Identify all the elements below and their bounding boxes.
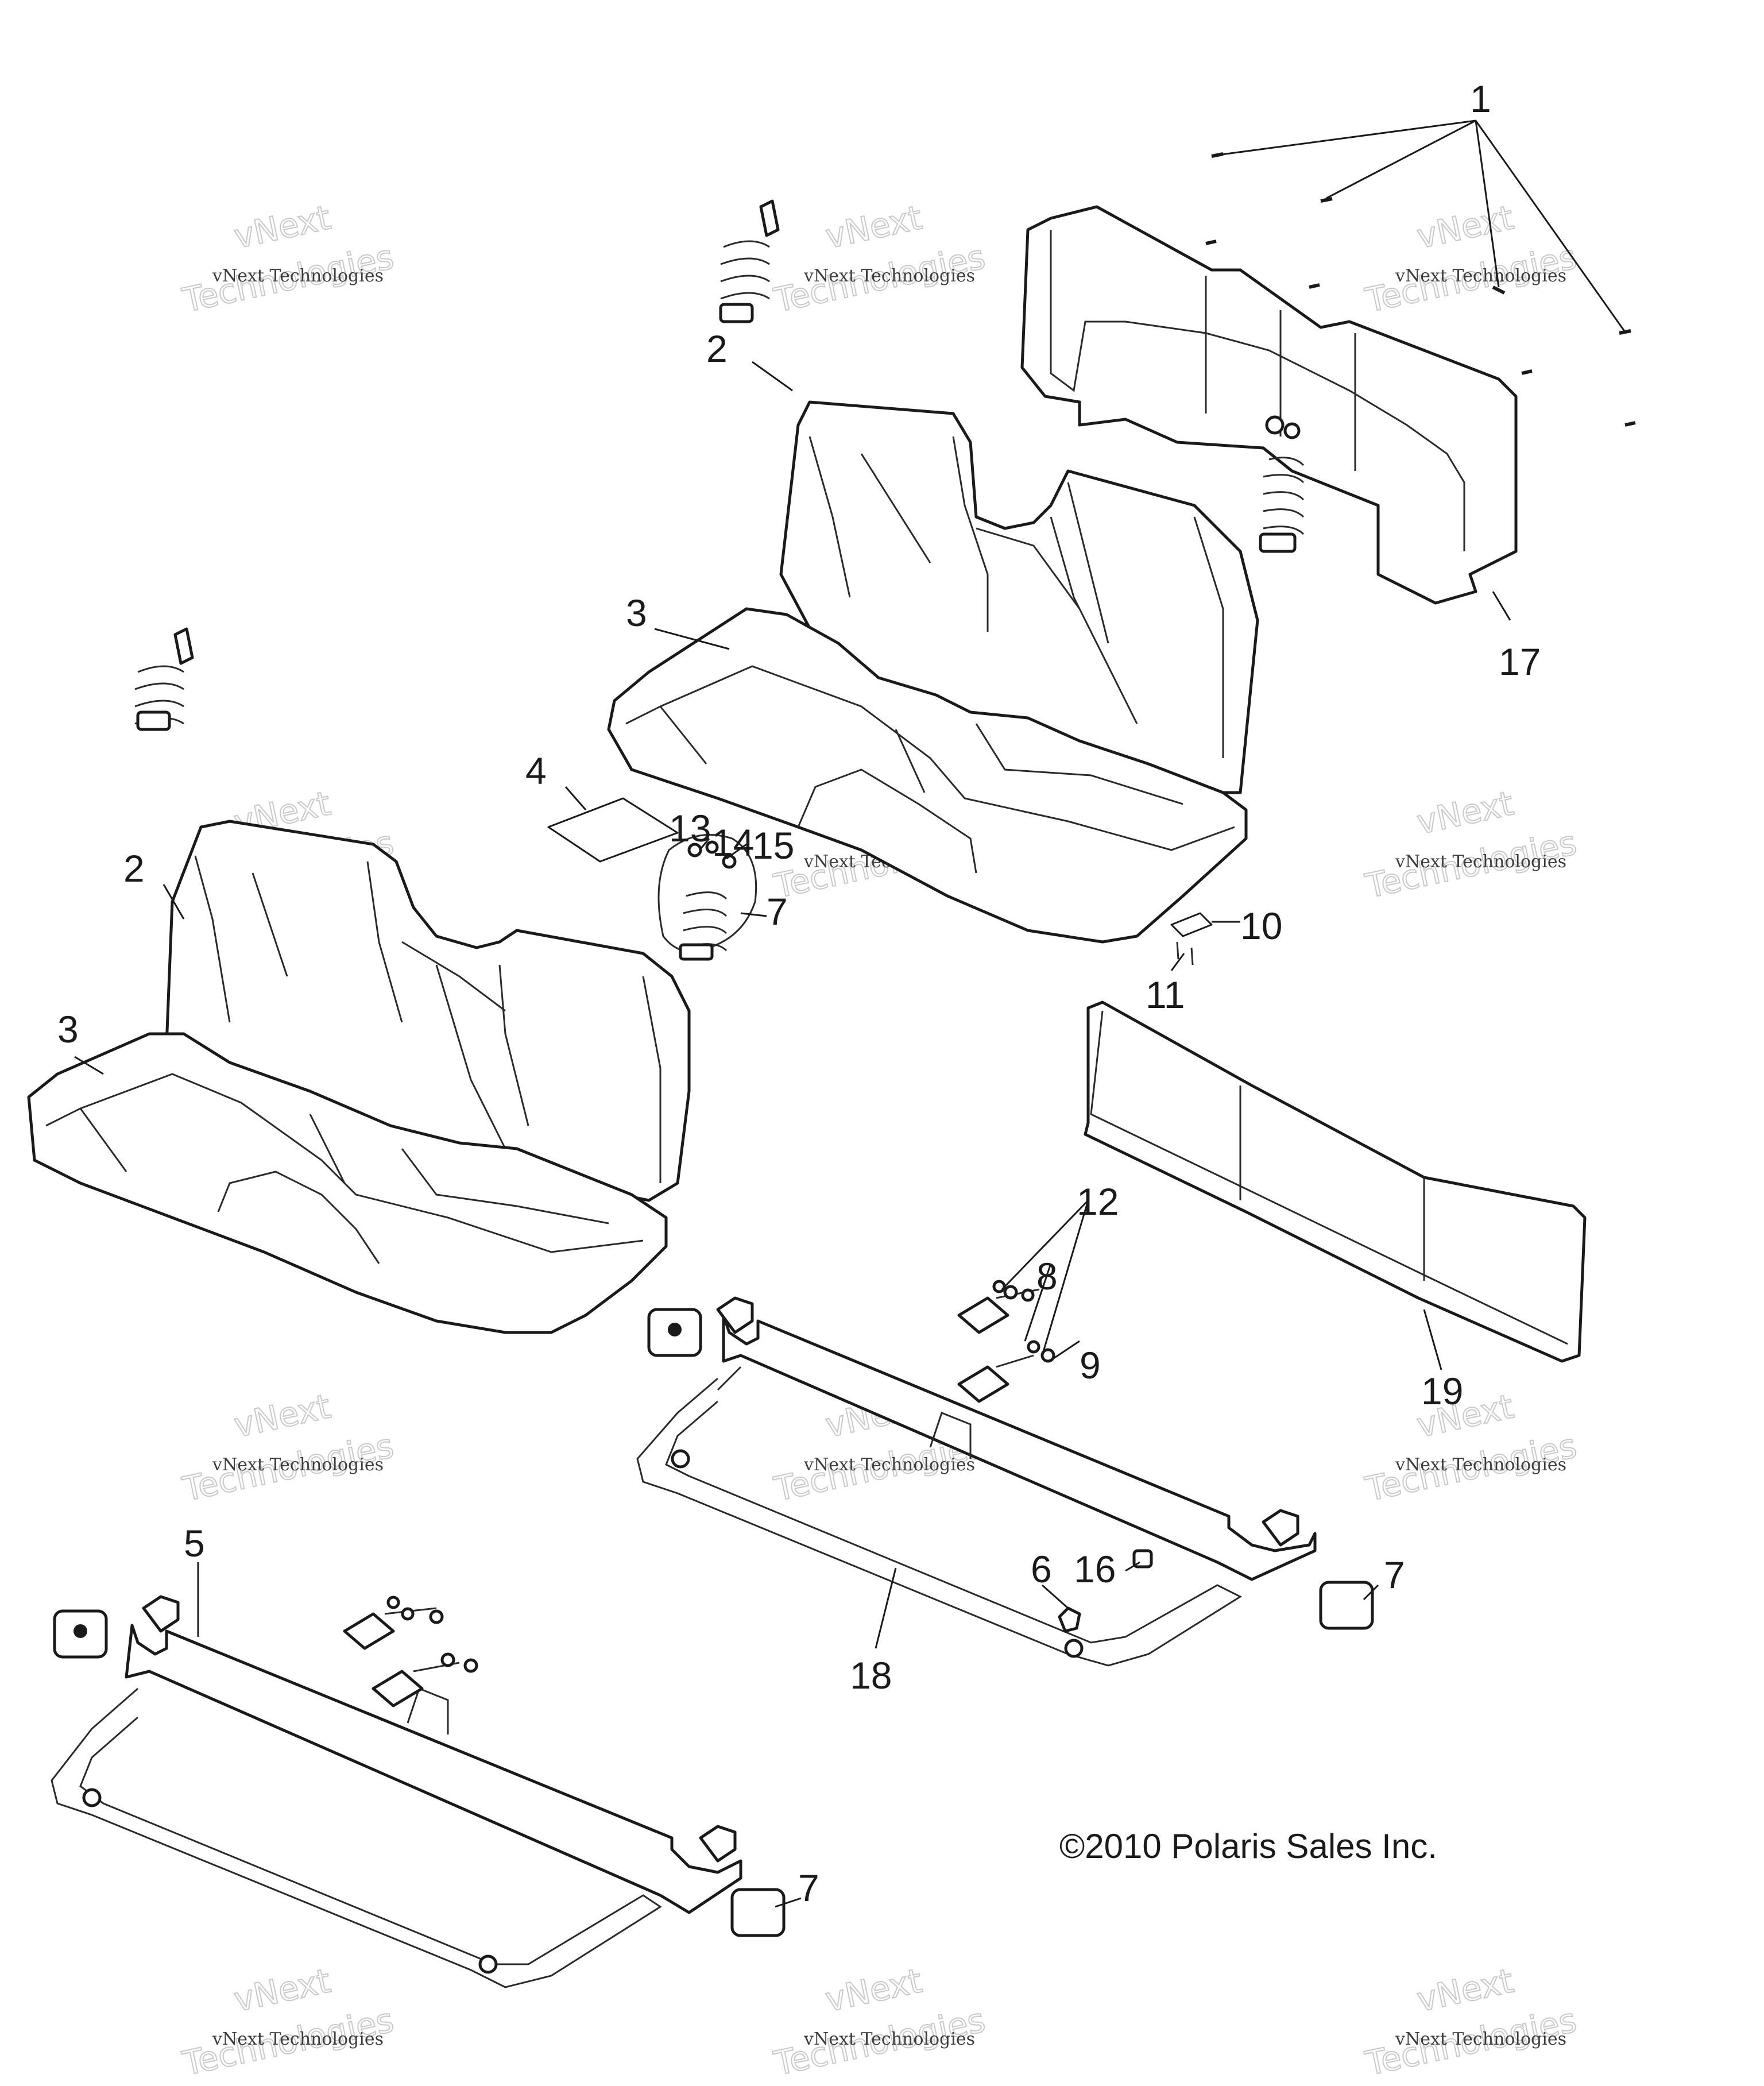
- callout-18: 18: [850, 1654, 892, 1697]
- seat-frame-18: [636, 1296, 1317, 1667]
- callout-10: 10: [1240, 905, 1282, 947]
- latch-7-mid: [647, 1308, 702, 1357]
- svg-text:vNext: vNext: [231, 1961, 334, 2019]
- screw-icon: [1492, 285, 1506, 295]
- rear-panel-17: [1020, 152, 1636, 605]
- svg-text:vNext Technologies: vNext Technologies: [1395, 1455, 1566, 1475]
- svg-text:vNext Technologies: vNext Technologies: [1395, 266, 1566, 286]
- callout-labels: 1 2 3 4 13 14 15 7 2 3 17 10 11 12 8 9 1…: [57, 78, 1541, 1909]
- lower-seat-cushion-3: [27, 1032, 668, 1334]
- callout-7: 7: [798, 1867, 819, 1909]
- svg-text:vNext Technologies: vNext Technologies: [212, 266, 384, 286]
- panel-19: [1084, 1000, 1587, 1363]
- callout-4: 4: [525, 750, 547, 792]
- callout-12: 12: [1077, 1180, 1119, 1223]
- watermark: vNext Technologies vNext Technologies: [1361, 1960, 1581, 2084]
- copyright-text: ©2010 Polaris Sales Inc.: [1059, 1827, 1437, 1865]
- callout-2: 2: [123, 847, 145, 890]
- callout-6: 6: [1031, 1548, 1052, 1590]
- label-sticker-4: [547, 797, 679, 863]
- callout-7: 7: [1384, 1554, 1405, 1596]
- handle-8-assembly: [957, 1280, 1055, 1403]
- callout-17: 17: [1499, 640, 1541, 683]
- latch-7-right: [1319, 1581, 1374, 1630]
- callout-7: 7: [767, 890, 788, 933]
- watermark: vNext Technologies vNext Technologies: [770, 197, 989, 320]
- spring-icon: [134, 627, 194, 731]
- watermark: vNext Technologies vNext Technologies: [1361, 783, 1581, 906]
- upper-seat-cushion-3: [607, 607, 1248, 944]
- svg-text:vNext Technologies: vNext Technologies: [212, 2029, 384, 2049]
- latch-7-left: [53, 1609, 108, 1659]
- callout-5: 5: [184, 1522, 205, 1565]
- svg-text:vNext: vNext: [822, 198, 926, 256]
- watermark: vNext Technologies vNext Technologies: [179, 1960, 398, 2084]
- svg-text:vNext: vNext: [231, 1386, 334, 1445]
- watermark: vNext Technologies vNext Technologies: [1361, 197, 1581, 320]
- screw-icon: [1624, 421, 1636, 427]
- svg-text:vNext Technologies: vNext Technologies: [1395, 852, 1566, 872]
- svg-text:vNext Technologies: vNext Technologies: [803, 2029, 975, 2049]
- clip-10: [1170, 912, 1213, 965]
- callout-15: 15: [752, 824, 794, 867]
- callout-9: 9: [1080, 1344, 1101, 1386]
- svg-text:vNext: vNext: [1414, 198, 1517, 256]
- callout-11: 11: [1146, 974, 1185, 1016]
- callout-16: 16: [1074, 1548, 1116, 1590]
- watermark: vNext Technologies vNext Technologies: [179, 1386, 398, 1509]
- screw-icon: [1320, 197, 1333, 203]
- callout-19: 19: [1421, 1370, 1463, 1412]
- svg-text:vNext Technologies: vNext Technologies: [803, 266, 975, 286]
- seat-frame-5: [51, 1595, 742, 1988]
- watermark: vNext Technologies vNext Technologies: [179, 197, 398, 320]
- watermark: vNext Technologies vNext Technologies: [770, 1960, 989, 2084]
- callout-3: 3: [57, 1008, 79, 1050]
- callout-8: 8: [1036, 1255, 1058, 1297]
- svg-text:vNext Technologies: vNext Technologies: [1395, 2029, 1566, 2049]
- spring-icon: [719, 199, 780, 323]
- callout-3: 3: [626, 592, 647, 634]
- svg-text:vNext: vNext: [822, 1961, 926, 2019]
- svg-text:vNext Technologies: vNext Technologies: [212, 1455, 384, 1475]
- callout-2: 2: [706, 327, 728, 370]
- leader-lines: [74, 119, 1626, 1908]
- callout-14: 14: [712, 821, 754, 864]
- screw-icon: [1521, 369, 1533, 375]
- latch-7-bottom: [730, 1888, 786, 1937]
- screw-icon: [1205, 239, 1217, 245]
- callout-1: 1: [1470, 78, 1491, 120]
- callout-13: 13: [669, 807, 711, 849]
- svg-text:vNext Technologies: vNext Technologies: [803, 1455, 975, 1475]
- nut-6: [1058, 1606, 1081, 1633]
- spring-icon: [1259, 415, 1305, 553]
- handle-assembly-left: [343, 1596, 478, 1708]
- screw-icon: [1309, 283, 1320, 289]
- svg-text:vNext: vNext: [1414, 783, 1517, 842]
- watermark: vNext Technologies vNext Technologies: [1361, 1386, 1581, 1509]
- svg-text:vNext: vNext: [1414, 1961, 1517, 2019]
- svg-text:vNext: vNext: [231, 198, 334, 256]
